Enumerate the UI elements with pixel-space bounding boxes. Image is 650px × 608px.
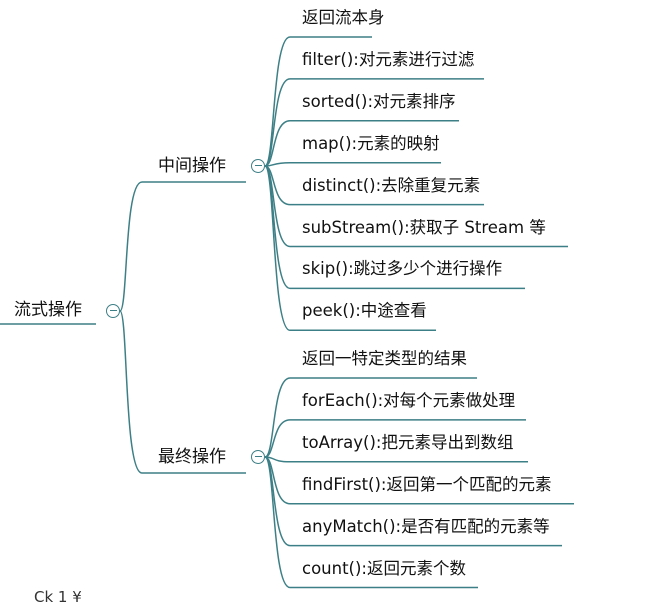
intermediate-op-leaf[interactable]: map():元素的映射 <box>302 133 440 153</box>
intermediate-op-leaf[interactable]: subStream():获取子 Stream 等 <box>302 217 546 237</box>
terminal-op-leaf[interactable]: anyMatch():是否有匹配的元素等 <box>302 516 550 536</box>
leaf-connector <box>264 419 291 458</box>
terminal-op-leaf[interactable]: forEach():对每个元素做处理 <box>302 390 516 410</box>
collapse-minus-icon[interactable] <box>106 304 120 318</box>
leaf-connector <box>264 120 291 167</box>
collapse-minus-icon[interactable] <box>251 159 265 173</box>
intermediate-op-leaf[interactable]: sorted():对元素排序 <box>302 91 456 111</box>
root-node[interactable]: 流式操作 <box>14 300 82 320</box>
intermediate-op-leaf[interactable]: skip():跳过多少个进行操作 <box>302 259 503 279</box>
leaf-connector <box>264 165 291 332</box>
intermediate-op-leaf[interactable]: peek():中途查看 <box>302 301 427 321</box>
branch-node-intermediate[interactable]: 中间操作 <box>158 156 226 176</box>
terminal-op-leaf[interactable]: toArray():把元素导出到数组 <box>302 432 514 452</box>
collapse-minus-icon[interactable] <box>251 450 265 464</box>
branch-node-terminal[interactable]: 最终操作 <box>158 447 226 467</box>
leaf-connector <box>264 78 291 167</box>
intermediate-op-leaf[interactable]: distinct():去除重复元素 <box>302 175 481 195</box>
leaf-connector <box>264 456 291 589</box>
leaf-connector <box>264 377 291 458</box>
footer-partial-text: Ck 1 ¥ <box>34 588 82 606</box>
terminal-op-leaf[interactable]: count():返回元素个数 <box>302 558 466 578</box>
terminal-op-leaf[interactable]: 返回一特定类型的结果 <box>302 349 467 368</box>
intermediate-op-leaf[interactable]: filter():对元素进行过滤 <box>302 49 475 69</box>
root-branch-connector <box>119 181 143 312</box>
root-branch-connector <box>119 310 143 474</box>
intermediate-op-leaf[interactable]: 返回流本身 <box>302 8 385 27</box>
terminal-op-leaf[interactable]: findFirst():返回第一个匹配的元素 <box>302 474 552 494</box>
